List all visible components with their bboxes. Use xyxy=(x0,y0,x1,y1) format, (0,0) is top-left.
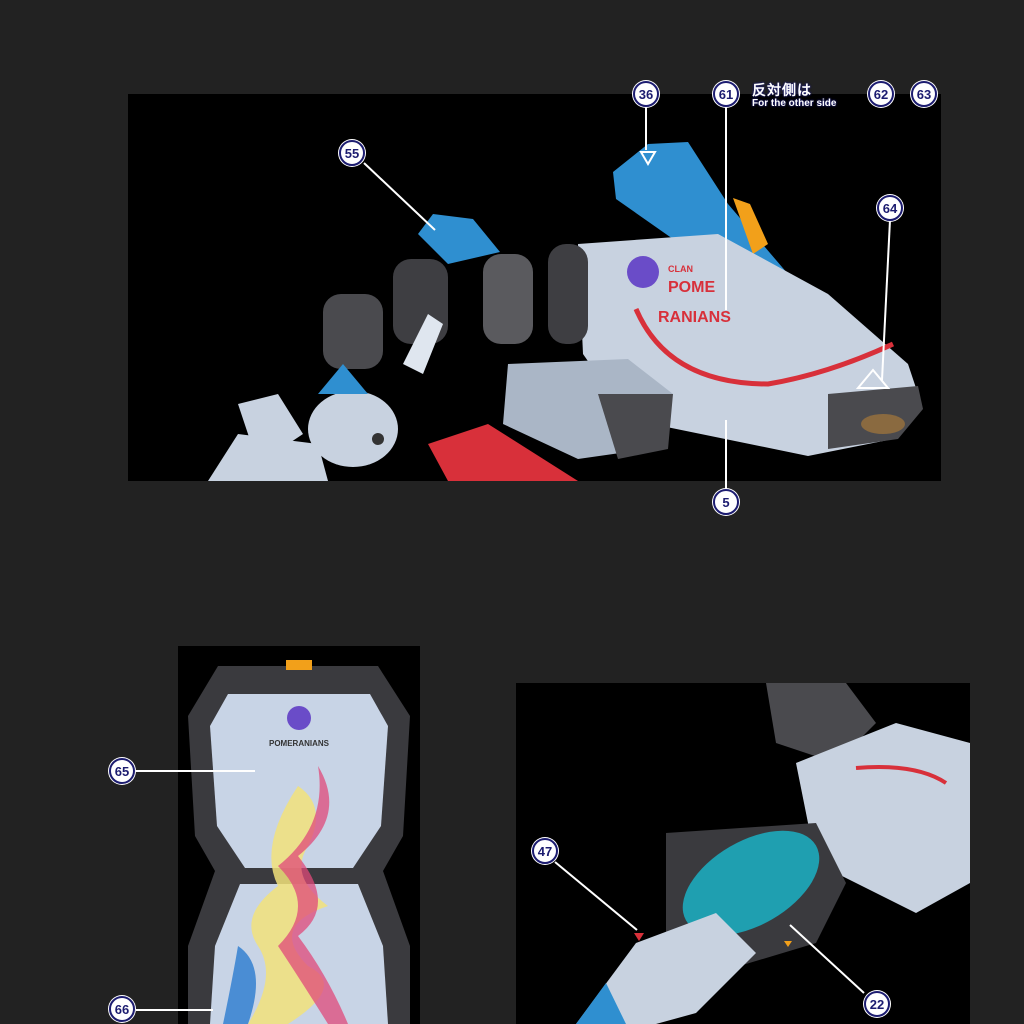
forearm-red-stripe xyxy=(855,765,948,785)
orange-fin xyxy=(733,198,768,254)
callout-64: 64 xyxy=(877,195,903,221)
shield-graffiti-blue xyxy=(223,946,256,1024)
pomeranian-logo-icon xyxy=(627,256,659,288)
forearm-armor xyxy=(796,723,970,913)
shield-upper-plate xyxy=(210,694,388,868)
callout-5: 5 xyxy=(713,489,739,515)
antenna xyxy=(403,314,443,374)
shield-graffiti-pink xyxy=(278,766,348,1024)
callout-61: 61 xyxy=(713,81,739,107)
head-fin xyxy=(318,364,368,394)
callout-62: 62 xyxy=(868,81,894,107)
triangle-decal-64 xyxy=(855,368,891,389)
photo-panel-cannon-arm: CLAN POME RANIANS xyxy=(128,94,941,481)
cannon-arm-illustration: CLAN POME RANIANS xyxy=(208,142,923,481)
callout-36: 36 xyxy=(633,81,659,107)
note-other-side-jp: 反対側は xyxy=(752,82,812,98)
blue-fin-55 xyxy=(418,214,500,264)
decal-clan: CLAN xyxy=(668,264,693,274)
body-armor xyxy=(208,434,328,481)
red-stripe xyxy=(633,308,895,387)
callout-66: 66 xyxy=(109,996,135,1022)
shield-top-light xyxy=(286,660,312,670)
photo-panel-shield: POMERANIANS xyxy=(178,646,420,1024)
head-eye xyxy=(372,433,384,445)
orange-marker-22 xyxy=(784,941,792,947)
decal-ranians: RANIANS xyxy=(658,309,731,326)
note-other-side-en: For the other side xyxy=(752,98,837,109)
triangle-decal-36 xyxy=(639,151,657,166)
teal-blade-core xyxy=(682,830,820,936)
head-unit xyxy=(308,391,398,467)
decal-pome: POME xyxy=(668,279,715,296)
hand-blue-tip xyxy=(576,983,626,1024)
callout-22: 22 xyxy=(864,991,890,1017)
shield-label: POMERANIANS xyxy=(269,739,330,748)
callout-65: 65 xyxy=(109,758,135,784)
red-marker-47 xyxy=(634,933,644,941)
hand-armor xyxy=(576,913,756,1024)
joint-ring-4 xyxy=(323,294,383,369)
red-cape xyxy=(428,424,578,481)
joint-ring-2 xyxy=(483,254,533,344)
lower-armor-dark xyxy=(598,394,673,459)
shield-illustration: POMERANIANS xyxy=(188,660,410,1024)
joint-ring-1 xyxy=(548,244,588,344)
callout-63: 63 xyxy=(911,81,937,107)
shield-logo-icon xyxy=(287,706,311,730)
callout-55: 55 xyxy=(339,140,365,166)
muzzle xyxy=(861,414,905,434)
callout-47: 47 xyxy=(532,838,558,864)
